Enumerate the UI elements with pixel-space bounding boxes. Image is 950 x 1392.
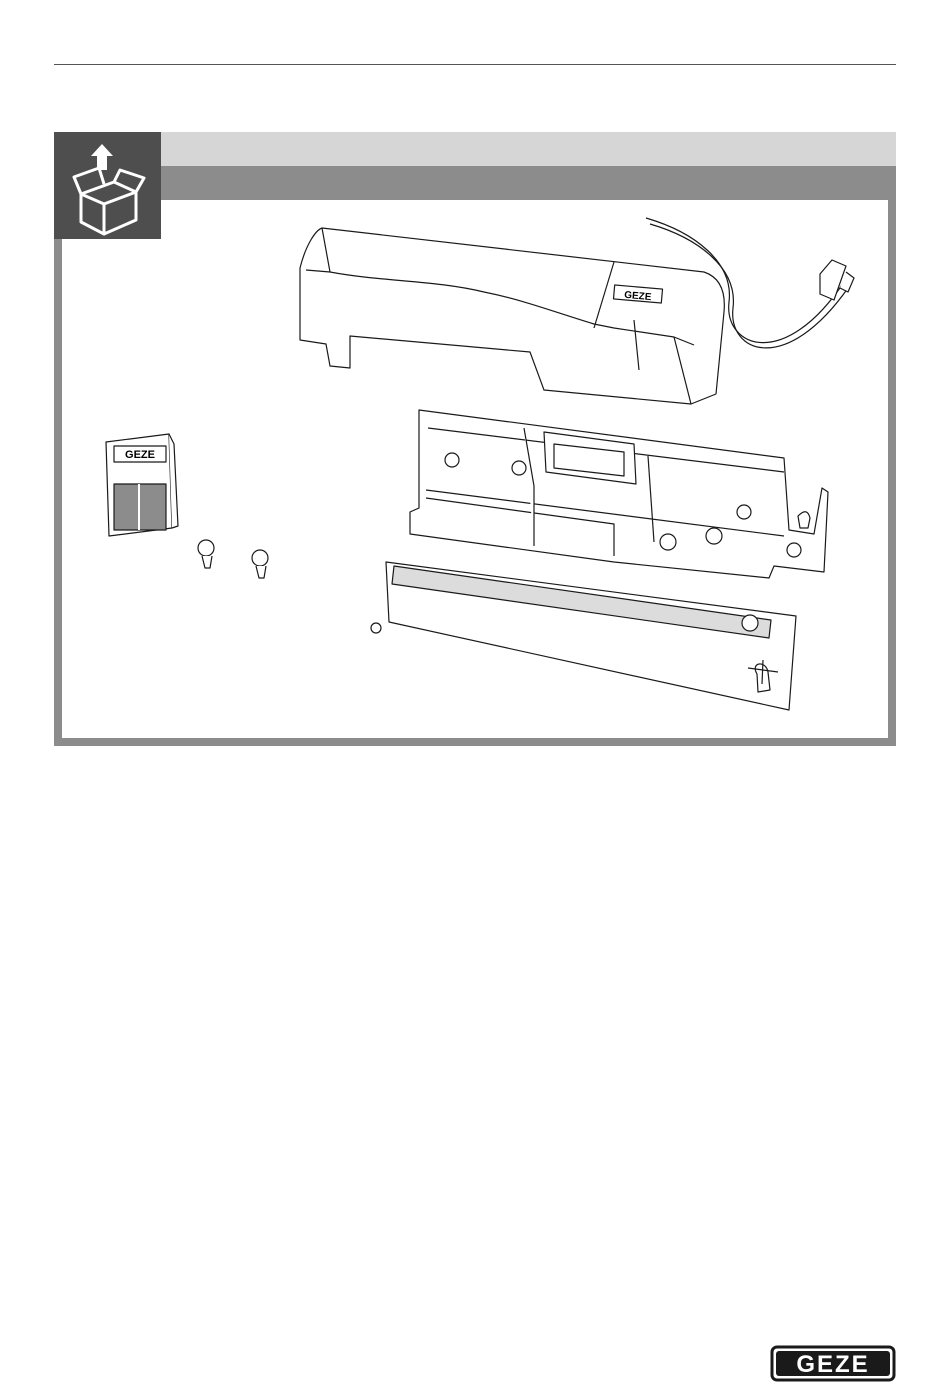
geze-logo-text: GEZE — [796, 1351, 869, 1378]
scope-of-delivery-panel: GEZE GEZE — [54, 132, 896, 746]
parts-drawing: GEZE GEZE — [54, 132, 896, 746]
booklet-badge-text: GEZE — [125, 449, 155, 461]
top-rule — [54, 64, 896, 65]
geze-logo: GEZE — [770, 1345, 896, 1382]
